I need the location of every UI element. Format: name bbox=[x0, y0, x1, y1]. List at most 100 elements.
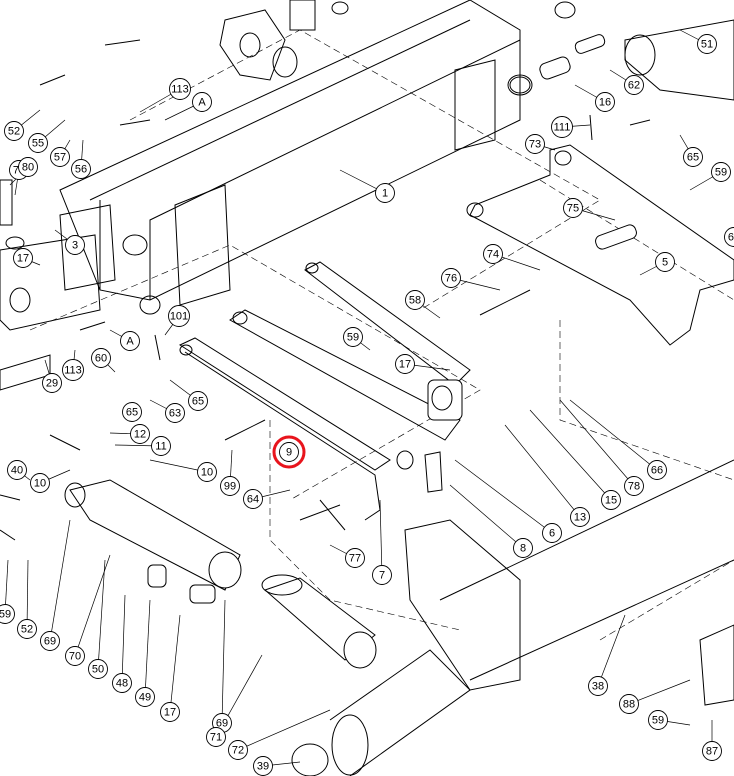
callout-label: 73 bbox=[529, 139, 541, 151]
callout-label: 11 bbox=[155, 441, 166, 453]
callout-circle bbox=[228, 740, 248, 760]
callout-A: A bbox=[192, 92, 212, 112]
callout-38: 38 bbox=[588, 676, 608, 696]
leader-line bbox=[379, 499, 383, 576]
callout-label: 55 bbox=[32, 138, 44, 150]
callout-circle bbox=[40, 631, 60, 651]
callout-circle bbox=[697, 34, 717, 54]
tube-and-chassis-parts bbox=[261, 459, 734, 776]
shaft-63-part bbox=[509, 1, 734, 101]
callout-13: 13 bbox=[570, 507, 590, 527]
callout-label: 12 bbox=[134, 429, 146, 441]
callout-circle bbox=[372, 565, 392, 585]
callout-label: 50 bbox=[92, 664, 104, 676]
callout-29: 29 bbox=[42, 373, 62, 393]
callout-label: 7 bbox=[379, 570, 385, 582]
callout-1: 1 bbox=[375, 183, 395, 203]
leader-line bbox=[221, 599, 226, 724]
callout-label: 75 bbox=[567, 203, 579, 215]
callout-label: 71 bbox=[210, 732, 222, 744]
callout-circle bbox=[711, 162, 731, 182]
callout-8: 8 bbox=[513, 538, 533, 558]
callout-circle bbox=[343, 327, 363, 347]
callout-75: 75 bbox=[563, 198, 583, 218]
callout-78: 78 bbox=[624, 476, 644, 496]
callout-label: 15 bbox=[605, 495, 617, 507]
callout-label: 69 bbox=[216, 718, 228, 730]
callout-66: 66 bbox=[647, 460, 667, 480]
callout-label: 65 bbox=[126, 407, 138, 419]
callout-circle bbox=[169, 78, 191, 100]
callout-10: 10 bbox=[197, 462, 217, 482]
callout-label: 3 bbox=[72, 240, 78, 252]
callout-label: 10 bbox=[201, 467, 213, 479]
callout-label: 48 bbox=[116, 678, 128, 690]
callout-circle bbox=[655, 252, 675, 272]
callout-label: A bbox=[126, 336, 134, 348]
callout-72: 72 bbox=[228, 740, 248, 760]
callout-label: 88 bbox=[623, 699, 635, 711]
callout-circle bbox=[30, 473, 50, 493]
callout-circle bbox=[601, 490, 621, 510]
leader-line bbox=[237, 709, 331, 751]
gearbox-housing-part bbox=[219, 0, 349, 81]
callout-circle bbox=[206, 727, 226, 747]
leader-line bbox=[449, 484, 524, 549]
leader-line bbox=[597, 614, 626, 687]
callout-88: 88 bbox=[619, 694, 639, 714]
callout-label: 5 bbox=[662, 257, 668, 269]
callout-circle bbox=[42, 373, 62, 393]
callout-circle bbox=[683, 147, 703, 167]
callout-circle bbox=[65, 646, 85, 666]
callout-circle bbox=[120, 331, 140, 351]
callout-label: 80 bbox=[22, 162, 34, 174]
callout-circle bbox=[624, 75, 644, 95]
callout-label: 77 bbox=[349, 553, 361, 565]
callout-67: 67 bbox=[724, 227, 734, 247]
callout-label: 63 bbox=[169, 408, 181, 420]
callout-circle bbox=[345, 548, 365, 568]
callout-57: 57 bbox=[50, 147, 70, 167]
leader-line bbox=[74, 554, 111, 657]
leader-line bbox=[169, 614, 181, 713]
callout-circle bbox=[563, 198, 583, 218]
lift-arm-parts bbox=[178, 261, 471, 521]
callout-label: 57 bbox=[54, 152, 66, 164]
hydraulic-cylinder-part bbox=[64, 479, 242, 604]
highlight-ring bbox=[272, 435, 306, 469]
callout-87: 87 bbox=[702, 741, 722, 761]
callout-16: 16 bbox=[595, 92, 615, 112]
callout-50: 50 bbox=[88, 659, 108, 679]
callout-label: 101 bbox=[170, 311, 188, 323]
callout-59: 59 bbox=[648, 710, 668, 730]
callout-113: 113 bbox=[62, 359, 84, 381]
callout-9: 9 bbox=[279, 442, 299, 462]
callout-label: 59 bbox=[347, 332, 359, 344]
leader-line bbox=[49, 519, 71, 642]
callout-59: 59 bbox=[711, 162, 731, 182]
callout-label: 6 bbox=[549, 528, 555, 540]
leader-line bbox=[529, 409, 612, 501]
callout-60: 60 bbox=[91, 348, 111, 368]
callout-51: 51 bbox=[697, 34, 717, 54]
callout-80: 80 bbox=[18, 157, 38, 177]
callout-circle bbox=[151, 436, 171, 456]
callout-17: 17 bbox=[13, 248, 33, 268]
callout-3: 3 bbox=[65, 235, 85, 255]
callout-circle bbox=[197, 462, 217, 482]
callout-55: 55 bbox=[28, 133, 48, 153]
callout-circle bbox=[65, 235, 85, 255]
arm-5-part bbox=[466, 144, 734, 346]
callout-circle bbox=[647, 460, 667, 480]
callout-circle bbox=[441, 268, 461, 288]
callout-label: 59 bbox=[652, 715, 664, 727]
callout-11: 11 bbox=[151, 436, 171, 456]
callout-A: A bbox=[120, 331, 140, 351]
callout-label: 49 bbox=[139, 692, 151, 704]
callout-label: 66 bbox=[651, 465, 663, 477]
callout-label: 72 bbox=[232, 745, 244, 757]
callout-circle bbox=[279, 442, 299, 462]
callout-circle bbox=[28, 133, 48, 153]
callout-circle bbox=[570, 507, 590, 527]
callout-label: 64 bbox=[247, 494, 259, 506]
